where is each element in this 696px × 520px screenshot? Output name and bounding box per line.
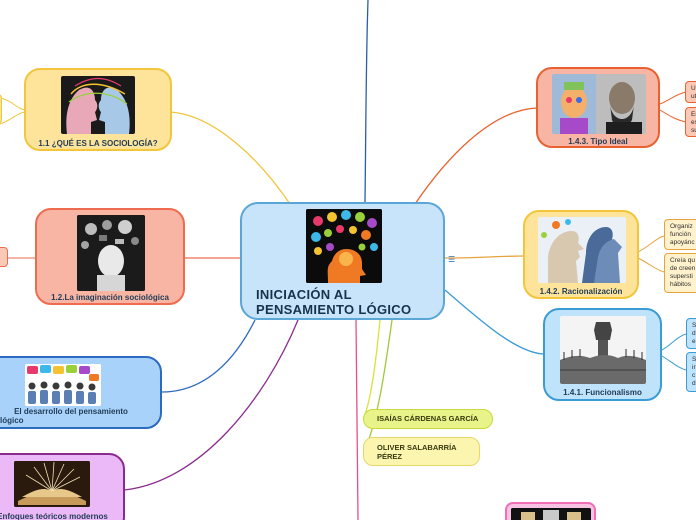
topic-desarrollo-pensamiento[interactable]: El desarrollo del pensamiento lógico: [0, 356, 162, 429]
topic-funcionalismo-caption: 1.4.1. Funcionalismo: [563, 388, 642, 397]
tipo-ideal-leaf-2-line-1: En: [691, 111, 696, 118]
author-isaias-label: ISAÍAS CÁRDENAS GARCÍA: [377, 414, 479, 423]
author-oliver[interactable]: OLIVER SALABARRÍA PÉREZ: [363, 437, 480, 466]
notes-icon[interactable]: ☰: [448, 255, 456, 264]
funcionalismo-leaf-1-line-1: S: [692, 322, 696, 329]
funcionalismo-leaf-1-line-3: e: [692, 338, 696, 345]
heads-image: [61, 76, 135, 134]
funcionalismo-leaf-1[interactable]: S d e: [686, 318, 696, 349]
central-title-line-1: INICIACIÓN AL: [256, 287, 352, 302]
que-es-leaf-partial[interactable]: [0, 94, 2, 124]
connector-tipo-leaf-2: [659, 109, 687, 123]
central-title-line-2: PENSAMIENTO LÓGICO: [256, 302, 412, 317]
funcionalismo-leaf-2-line-2: ir: [692, 364, 696, 371]
weber-portraits-image: [552, 74, 646, 134]
connector-que-es-leaf-2: [0, 111, 27, 125]
topic-enfoques-teoricos[interactable]: Enfoques teóricos modernos: [0, 453, 125, 520]
topic-partial-bottom[interactable]: [505, 502, 596, 520]
tipo-ideal-leaf-1-line-1: Un: [691, 85, 696, 92]
tipo-ideal-leaf-2[interactable]: En es su: [685, 107, 696, 137]
funcionalismo-leaf-1-line-2: d: [692, 330, 696, 337]
connector-desarrollo: [161, 319, 256, 393]
topic-racionalizacion[interactable]: 1.4.2. Racionalización: [523, 210, 639, 299]
funcionalismo-leaf-2-line-3: c: [692, 372, 696, 379]
connector-rac-leaf-2: [637, 257, 665, 273]
racionalizacion-leaf-1-line-3: apoyánc: [670, 239, 695, 246]
connector-top: [364, 0, 369, 203]
topic-imaginacion-caption: 1.2.La imaginación sociológica: [51, 293, 169, 302]
faces-profile-image: [538, 217, 626, 283]
connector-que-es: [169, 111, 291, 205]
author-oliver-line-1: OLIVER SALABARRÍA: [377, 443, 457, 452]
racionalizacion-leaf-1-line-1: Organiz: [670, 223, 693, 230]
connector-enfoques: [123, 319, 299, 491]
topic-que-es-caption: 1.1 ¿QUÉ ES LA SOCIOLOGÍA?: [38, 139, 158, 148]
topic-tipo-ideal-caption: 1.4.3. Tipo Ideal: [568, 137, 628, 146]
connector-funcionalismo: [444, 289, 544, 355]
brain-icon: [306, 209, 382, 283]
funcionalismo-leaf-2-line-1: S: [692, 356, 696, 363]
imaginacion-leaf-partial[interactable]: [0, 247, 8, 267]
topic-imaginacion-sociologica[interactable]: 1.2.La imaginación sociológica: [35, 208, 185, 305]
racionalizacion-leaf-2-line-2: de creen: [670, 265, 696, 272]
topic-desarrollo-line-1: El desarrollo del pensamiento: [14, 407, 128, 416]
racionalizacion-leaf-1-line-2: función: [670, 231, 691, 238]
racionalizacion-leaf-2-line-1: Creía qu: [670, 257, 695, 264]
tipo-ideal-leaf-1[interactable]: Un ut: [685, 81, 696, 103]
imagination-image: [77, 215, 145, 291]
topic-desarrollo-line-2: lógico: [0, 416, 24, 425]
racionalizacion-leaf-1[interactable]: Organiz función apoyánc: [664, 219, 696, 250]
connector-author1: [363, 319, 381, 419]
tipo-ideal-leaf-1-line-2: ut: [691, 93, 696, 100]
topic-funcionalismo[interactable]: 1.4.1. Funcionalismo: [543, 308, 662, 401]
topic-desarrollo-caption: El desarrollo del pensamiento lógico: [0, 407, 160, 425]
topic-tipo-ideal[interactable]: 1.4.3. Tipo Ideal: [536, 67, 660, 148]
funcionalismo-leaf-2[interactable]: S ir c d: [686, 352, 696, 392]
connector-bottom: [355, 319, 359, 520]
book-image: [14, 461, 90, 507]
connector-tipo-leaf-1: [659, 91, 687, 105]
connector-rac-leaf-1: [637, 235, 665, 253]
topic-racionalizacion-caption: 1.4.2. Racionalización: [539, 287, 623, 296]
topic-enfoques-caption: Enfoques teóricos modernos: [0, 512, 108, 520]
partial-image: [511, 508, 591, 520]
connector-tipo-ideal: [414, 107, 538, 205]
racionalizacion-leaf-2[interactable]: Creía qu de creen supersti hábitos: [664, 253, 696, 293]
tipo-ideal-leaf-2-line-2: es: [691, 119, 696, 126]
central-title: INICIACIÓN AL PENSAMIENTO LÓGICO: [256, 287, 411, 317]
tipo-ideal-leaf-2-line-3: su: [691, 127, 696, 134]
topic-que-es-la-sociologia[interactable]: 1.1 ¿QUÉ ES LA SOCIOLOGÍA?: [24, 68, 172, 151]
central-topic[interactable]: INICIACIÓN AL PENSAMIENTO LÓGICO: [240, 202, 445, 320]
connector-racionalizacion: [444, 255, 525, 259]
fist-crowd-image: [560, 316, 646, 384]
racionalizacion-leaf-2-line-4: hábitos: [670, 281, 691, 288]
people-speech-image: [25, 364, 101, 406]
racionalizacion-leaf-2-line-3: supersti: [670, 273, 693, 280]
connector-fun-leaf-2: [661, 355, 687, 371]
funcionalismo-leaf-2-line-4: d: [692, 380, 696, 387]
author-isaias[interactable]: ISAÍAS CÁRDENAS GARCÍA: [363, 409, 493, 429]
connector-fun-leaf-1: [661, 333, 687, 351]
connector-que-es-leaf-1: [0, 97, 27, 111]
author-oliver-line-2: PÉREZ: [377, 452, 403, 461]
